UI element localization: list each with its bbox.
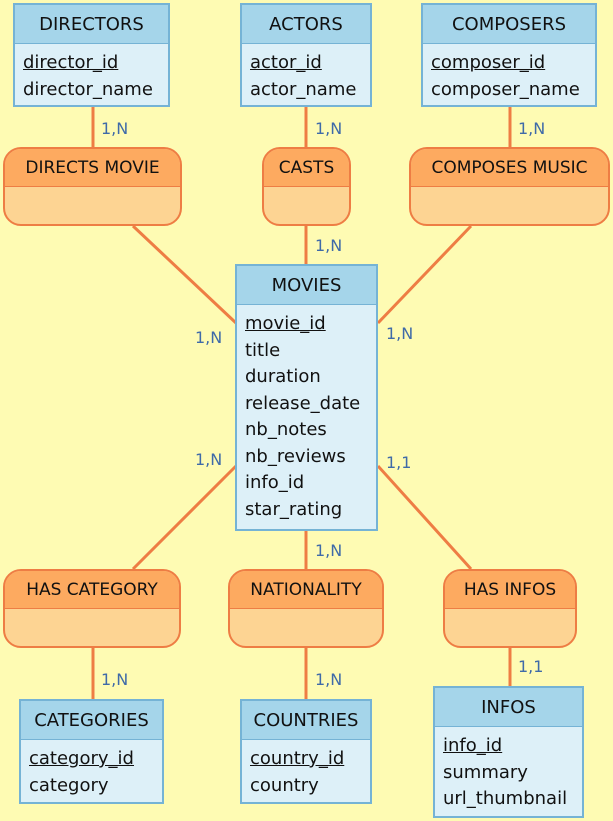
relationship-nationality-label: NATIONALITY [230,571,382,609]
relationship-directs-movie-label: DIRECTS MOVIE [5,149,180,187]
entity-composers-title: COMPOSERS [423,5,595,44]
relationship-directs-movie[interactable]: DIRECTS MOVIE [3,147,182,226]
attribute-info-id: info_id [443,735,503,756]
relationship-has-category[interactable]: HAS CATEGORY [3,569,181,648]
attribute-movie-id: movie_id [245,313,326,334]
entity-countries[interactable]: COUNTRIES country_id country [240,699,372,804]
attribute-director-name: director_name [23,78,153,100]
entity-categories[interactable]: CATEGORIES category_id category [19,699,164,804]
attribute-country-id: country_id [250,748,345,769]
attribute-composer-id: composer_id [431,52,546,73]
attribute-info-id: info_id [245,472,305,493]
cardinality-composes-movies: 1,N [386,324,414,343]
edge-movies-has-category [131,464,238,571]
attribute-nb-reviews: nb_reviews [245,445,346,467]
relationship-casts[interactable]: CASTS [262,147,351,226]
attribute-release-date: release_date [245,392,361,414]
entity-movies-title: MOVIES [237,266,376,305]
cardinality-casts-movies: 1,N [315,236,343,255]
cardinality-directors-directs: 1,N [101,119,129,138]
entity-actors-title: ACTORS [242,5,370,44]
attribute-category-id: category_id [29,748,134,769]
attribute-duration: duration [245,366,321,387]
attribute-title: title [245,339,281,361]
cardinality-nationality-movies: 1,N [315,541,343,560]
entity-infos-title: INFOS [435,688,582,727]
entity-composers[interactable]: COMPOSERS composer_id composer_name [421,3,597,107]
relationship-casts-label: CASTS [264,149,349,187]
edge-movies-has-infos [376,464,473,571]
edge-directs-movie-movies [131,224,238,325]
attribute-director-id: director_id [23,52,119,73]
attribute-actor-name: actor_name [250,78,357,100]
attribute-url-thumbnail: url_thumbnail [443,788,568,809]
attribute-nb-notes: nb_notes [245,419,327,440]
cardinality-has-infos-movies: 1,1 [386,453,412,472]
cardinality-nationality-countries: 1,N [315,670,343,689]
entity-movies[interactable]: MOVIES movie_id title duration release_d… [235,264,378,531]
attribute-category: category [29,774,109,796]
attribute-country: country [250,774,319,796]
cardinality-composers-composes: 1,N [518,119,546,138]
attribute-star-rating: star_rating [245,498,343,520]
relationship-composes-music[interactable]: COMPOSES MUSIC [409,147,610,226]
relationship-composes-music-label: COMPOSES MUSIC [411,149,608,187]
cardinality-has-infos-infos: 1,1 [518,657,544,676]
attribute-actor-id: actor_id [250,52,322,73]
entity-actors[interactable]: ACTORS actor_id actor_name [240,3,372,107]
attribute-composer-name: composer_name [431,78,580,100]
relationship-has-infos-label: HAS INFOS [445,571,575,609]
entity-infos[interactable]: INFOS info_id summary url_thumbnail [433,686,584,818]
edge-composes-music-movies [376,224,473,325]
cardinality-has-category-categories: 1,N [101,670,129,689]
entity-directors-title: DIRECTORS [15,5,168,44]
relationship-has-infos[interactable]: HAS INFOS [443,569,577,648]
relationship-has-category-label: HAS CATEGORY [5,571,179,609]
entity-directors[interactable]: DIRECTORS director_id director_name [13,3,170,107]
attribute-summary: summary [443,761,528,783]
entity-countries-title: COUNTRIES [242,701,370,740]
cardinality-directs-movies: 1,N [195,328,223,347]
relationship-nationality[interactable]: NATIONALITY [228,569,384,648]
entity-categories-title: CATEGORIES [21,701,162,740]
cardinality-has-category-movies: 1,N [195,450,223,469]
cardinality-actors-casts: 1,N [315,119,343,138]
